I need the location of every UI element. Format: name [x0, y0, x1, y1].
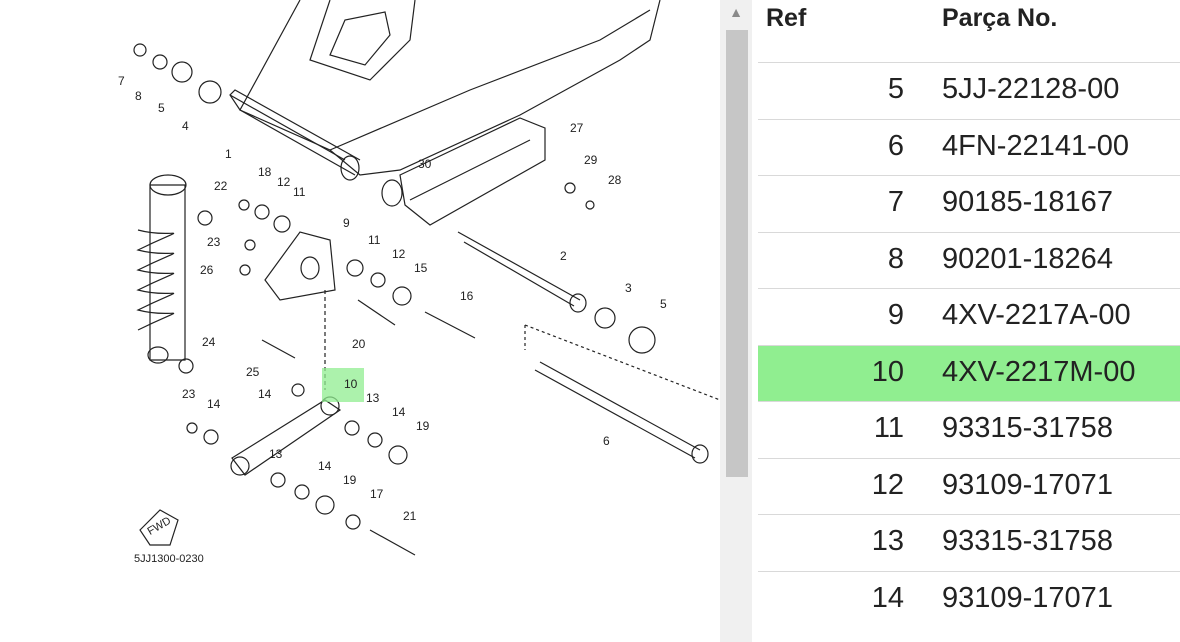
svg-text:29: 29 — [584, 153, 598, 167]
row-ref: 11 — [873, 412, 904, 444]
svg-text:9: 9 — [343, 216, 350, 230]
svg-text:23: 23 — [182, 387, 196, 401]
row-ref: 14 — [871, 581, 904, 614]
row-ref: 12 — [871, 468, 904, 501]
row-part-number: 4XV-2217M-00 — [942, 355, 1136, 388]
row-part-number: 5JJ-22128-00 — [942, 73, 1120, 105]
scrollbar-thumb[interactable] — [726, 30, 748, 477]
svg-text:20: 20 — [352, 337, 366, 351]
parts-table: Ref Parça No. 5 5JJ-22128-00 6 4FN-22141-00… — [758, 0, 1180, 642]
table-row[interactable]: 7 90185-18167 — [758, 175, 1180, 231]
table-row[interactable]: 10 4XV-2217M-00 — [758, 344, 1180, 401]
svg-text:8: 8 — [135, 89, 142, 103]
svg-text:19: 19 — [416, 419, 430, 433]
svg-text:26: 26 — [200, 263, 214, 277]
row-ref: 6 — [887, 129, 904, 162]
svg-text:4: 4 — [182, 119, 189, 133]
scroll-up-arrow-icon[interactable]: ▲ — [729, 4, 743, 20]
callout-10: 10 — [344, 377, 358, 391]
column-header-ref: Ref — [766, 4, 807, 32]
row-part-number: 93315-31758 — [942, 525, 1113, 557]
svg-text:2: 2 — [560, 249, 567, 263]
table-row[interactable]: 12 93109-17071 — [758, 457, 1180, 514]
svg-text:15: 15 — [414, 261, 428, 275]
svg-text:16: 16 — [460, 289, 474, 303]
row-part-number: 93109-17071 — [942, 581, 1113, 614]
table-row[interactable]: 8 90201-18264 — [758, 231, 1180, 288]
svg-text:11: 11 — [368, 233, 381, 247]
row-part-number: 90185-18167 — [942, 186, 1113, 218]
svg-text:12: 12 — [392, 247, 406, 261]
svg-text:14: 14 — [318, 459, 332, 473]
svg-text:14: 14 — [392, 405, 406, 419]
diagram-code: 5JJ1300-0230 — [134, 553, 204, 565]
fwd-arrow-icon — [139, 509, 179, 546]
svg-text:27: 27 — [570, 121, 584, 135]
table-row[interactable]: 9 4XV-2217A-00 — [758, 288, 1180, 344]
svg-text:5: 5 — [660, 297, 667, 311]
row-ref: 9 — [887, 299, 904, 331]
svg-text:19: 19 — [343, 473, 357, 487]
svg-text:5: 5 — [158, 101, 165, 115]
svg-text:12: 12 — [277, 175, 291, 189]
svg-text:6: 6 — [603, 434, 610, 448]
svg-text:7: 7 — [118, 74, 125, 88]
svg-text:13: 13 — [269, 447, 283, 461]
row-part-number: 90201-18264 — [942, 242, 1113, 275]
fwd-label: FWD — [145, 515, 173, 538]
svg-text:23: 23 — [207, 235, 221, 249]
row-part-number: 4XV-2217A-00 — [942, 299, 1131, 331]
svg-text:28: 28 — [608, 173, 622, 187]
svg-text:25: 25 — [246, 365, 260, 379]
table-header: Ref Parça No. — [758, 0, 1180, 60]
swingarm-outline — [239, 0, 661, 176]
table-row[interactable]: 14 93109-17071 — [758, 570, 1180, 627]
svg-text:18: 18 — [258, 165, 272, 179]
table-row[interactable]: 6 4FN-22141-00 — [758, 118, 1180, 175]
svg-text:1: 1 — [225, 147, 232, 161]
svg-text:14: 14 — [207, 397, 221, 411]
svg-text:11: 11 — [293, 185, 306, 199]
row-ref: 5 — [887, 73, 904, 105]
svg-text:14: 14 — [258, 387, 272, 401]
column-header-part-number: Parça No. — [942, 4, 1058, 32]
svg-text:21: 21 — [403, 509, 417, 523]
row-ref: 8 — [887, 242, 904, 275]
row-part-number: 93109-17071 — [942, 468, 1113, 501]
row-part-number: 4FN-22141-00 — [942, 129, 1129, 162]
table-row[interactable]: 11 93315-31758 — [758, 401, 1180, 457]
vertical-scrollbar[interactable]: ▲ — [720, 0, 752, 642]
svg-text:22: 22 — [214, 179, 228, 193]
row-part-number: 93315-31758 — [942, 412, 1113, 444]
svg-text:24: 24 — [202, 335, 216, 349]
row-ref: 7 — [887, 186, 904, 218]
table-row[interactable]: 5 5JJ-22128-00 — [758, 62, 1180, 118]
callout-highlight — [322, 368, 364, 402]
svg-text:3: 3 — [625, 281, 632, 295]
svg-text:13: 13 — [366, 391, 380, 405]
svg-text:17: 17 — [370, 487, 384, 501]
table-row[interactable]: 13 93315-31758 — [758, 514, 1180, 570]
row-ref: 10 — [871, 355, 904, 388]
svg-text:30: 30 — [418, 157, 432, 171]
row-ref: 13 — [871, 525, 904, 557]
